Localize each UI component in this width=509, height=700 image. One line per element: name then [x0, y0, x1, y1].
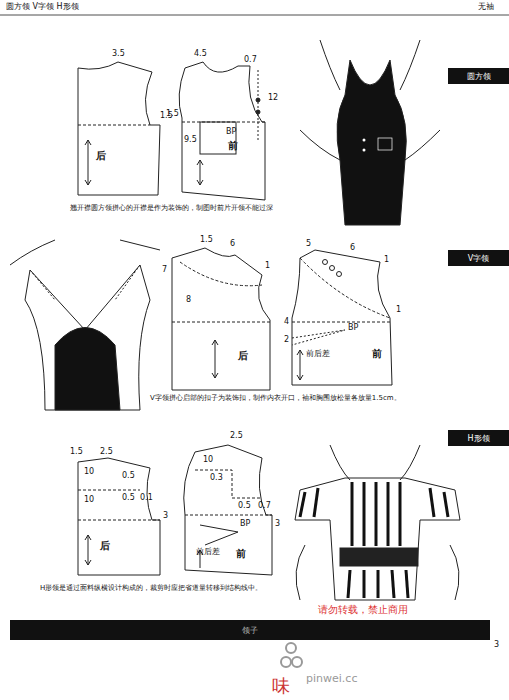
caption-note: V字领拼心启部的扣子为装饰扣，制作内衣开口，袖和胸围放松量各放量1.5cm。 [150, 394, 420, 403]
watermark: 味 [272, 676, 290, 696]
dimension-label: 前后差 [306, 350, 330, 359]
dimension-label: 1 [265, 262, 270, 271]
dimension-label: 9.5 [184, 136, 197, 145]
dimension-label: 4.5 [194, 50, 207, 59]
dimension-label: 1.5 [166, 110, 179, 119]
dimension-label: 2 [284, 336, 289, 345]
dimension-label: BP [226, 128, 236, 137]
dimension-label: 1 [396, 306, 401, 315]
dimension-label: 1 [384, 256, 389, 265]
dimension-label: BP [348, 324, 358, 333]
dimension-label: 10 [84, 468, 94, 477]
dimension-label: 0.3 [210, 474, 223, 483]
watermark: pinwei.cc [306, 673, 357, 685]
tab-label: H形领 [467, 433, 489, 444]
dimension-label: 6 [350, 244, 355, 253]
page-header: 无袖 [478, 3, 494, 12]
dimension-label: 5 [306, 240, 311, 249]
caption-note: 翘开襟圆方领拼心的开襟是作为装饰的，制图时前片开领不能过深 [70, 204, 330, 213]
dimension-label: 0.5 [122, 494, 135, 503]
dimension-label: 6 [230, 240, 235, 249]
section-tab: 圆方领 [448, 68, 509, 84]
page-header: 圆方领 V字领 H形领 [6, 3, 79, 12]
dimension-label: 4 [284, 318, 289, 327]
dimension-label: 7 [162, 266, 167, 275]
dimension-label: 1.5 [200, 236, 213, 245]
dimension-label: 0.7 [258, 502, 271, 511]
dimension-label: 1.5 [70, 448, 83, 457]
dimension-label: 0.5 [122, 472, 135, 481]
piece-name: 前 [372, 348, 382, 359]
piece-name: 后 [96, 150, 106, 161]
dimension-label: BP [240, 520, 250, 529]
dimension-label: 8 [186, 296, 191, 305]
piece-name: 前 [228, 140, 238, 151]
dimension-label: 3 [275, 520, 280, 529]
section-tab: V字领 [448, 250, 509, 266]
piece-name: 前 [236, 548, 246, 559]
watermark: 请勿转载，禁止商用 [318, 604, 408, 615]
piece-name: 后 [100, 540, 110, 551]
dimension-label: 2.5 [230, 432, 243, 441]
dimension-label: 0.1 [140, 494, 153, 503]
dimension-label: 前后差 [196, 548, 220, 557]
dimension-label: 10 [203, 456, 213, 465]
caption-note: H形领是通过面料纵横设计构成的，裁剪时应把省道量转移到结构线中。 [40, 584, 370, 593]
dimension-label: 3.5 [112, 50, 125, 59]
dimension-label: 0.7 [244, 56, 257, 65]
watermark: 3 [494, 641, 499, 650]
section-tab: H形领 [448, 430, 509, 446]
dimension-label: 2.5 [100, 448, 113, 457]
dimension-label: 12 [268, 94, 278, 103]
tab-label: 领子 [242, 625, 258, 636]
dimension-label: 3 [163, 512, 168, 521]
tab-label: V字领 [468, 253, 489, 264]
dimension-label: 10 [84, 496, 94, 505]
piece-name: 后 [238, 350, 248, 361]
footer-band: 领子 [10, 620, 490, 640]
tab-label: 圆方领 [467, 71, 491, 82]
dimension-label: 0.5 [238, 502, 251, 511]
